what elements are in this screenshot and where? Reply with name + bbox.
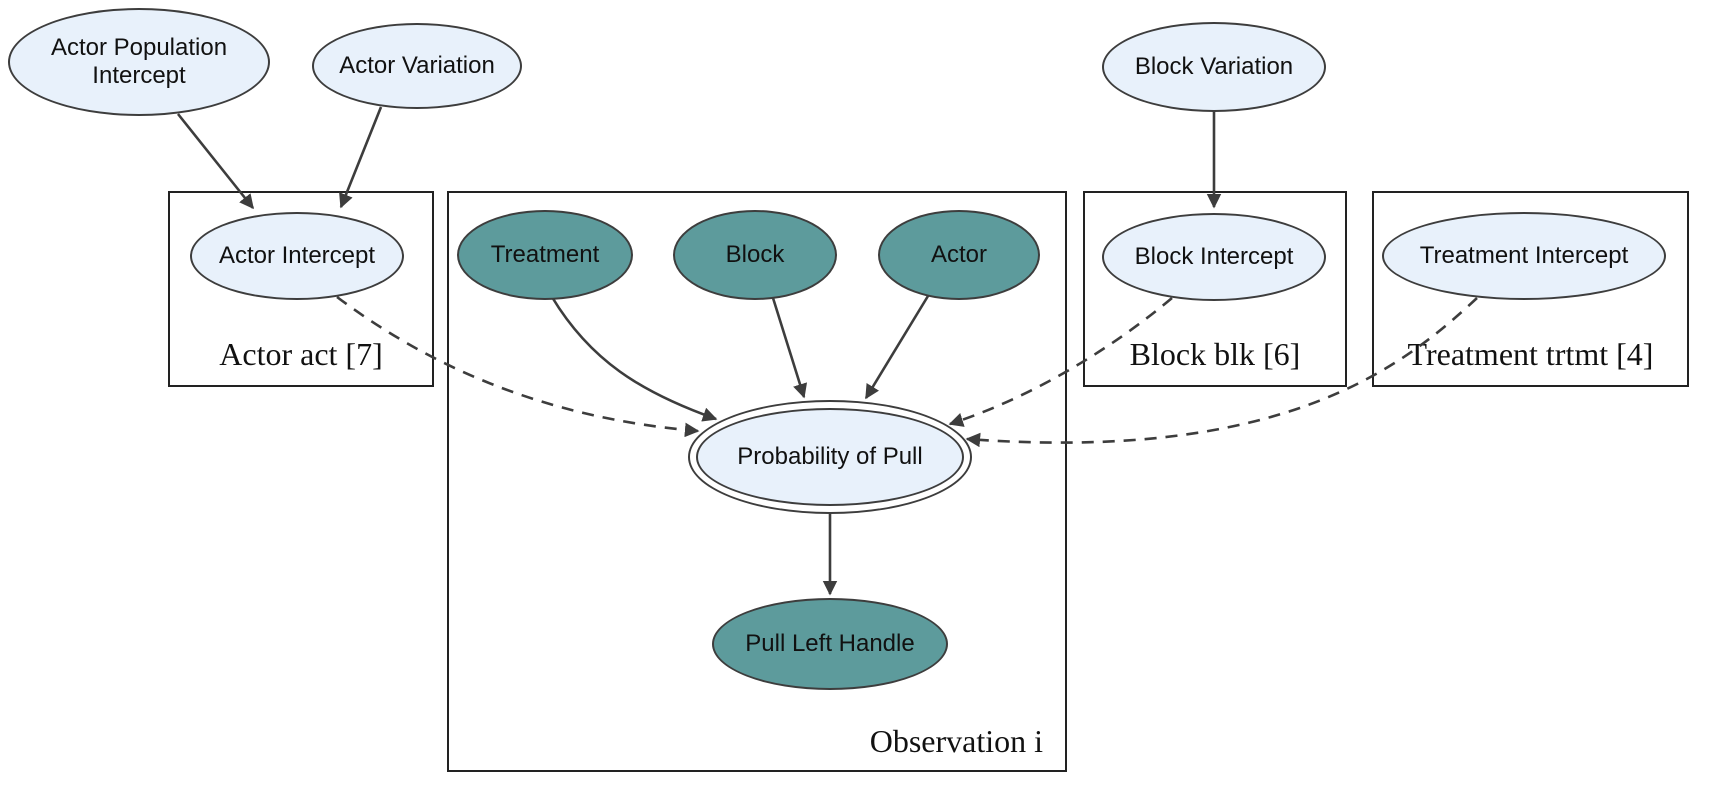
node-actor-intercept-label: Actor Intercept <box>218 242 376 270</box>
node-probability-of-pull-label: Probability of Pull <box>737 443 923 471</box>
node-block-intercept: Block Intercept <box>1102 213 1326 301</box>
plate-observation: Observation i <box>447 191 1067 772</box>
node-actor-variation: Actor Variation <box>312 23 522 109</box>
node-treatment-intercept-label: Treatment Intercept <box>1419 242 1629 270</box>
node-actor-intercept: Actor Intercept <box>190 212 404 300</box>
node-block: Block <box>673 210 837 300</box>
node-treatment: Treatment <box>457 210 633 300</box>
plate-actor-label: Actor act [7] <box>219 336 383 372</box>
plate-treatment-label: Treatment trtmt [4] <box>1407 336 1654 372</box>
node-actor: Actor <box>878 210 1040 300</box>
node-actor-variation-label: Actor Variation <box>339 52 495 80</box>
node-actor-label: Actor <box>930 241 987 269</box>
node-treatment-label: Treatment <box>490 241 600 269</box>
node-pull-left-handle-label: Pull Left Handle <box>745 630 915 658</box>
node-actor-population-intercept: Actor Population Intercept <box>8 8 270 116</box>
node-block-intercept-label: Block Intercept <box>1134 243 1294 271</box>
node-pull-left-handle: Pull Left Handle <box>712 598 948 690</box>
node-probability-of-pull: Probability of Pull <box>688 400 972 514</box>
node-block-variation-label: Block Variation <box>1134 53 1294 81</box>
node-block-variation: Block Variation <box>1102 22 1326 112</box>
plate-block-label: Block blk [6] <box>1129 336 1301 372</box>
node-treatment-intercept: Treatment Intercept <box>1382 212 1666 300</box>
probability-of-pull-inner-ellipse: Probability of Pull <box>696 408 964 506</box>
node-block-label: Block <box>725 241 785 269</box>
node-actor-population-intercept-label: Actor Population Intercept <box>50 34 228 89</box>
plate-observation-label: Observation i <box>869 723 1043 759</box>
